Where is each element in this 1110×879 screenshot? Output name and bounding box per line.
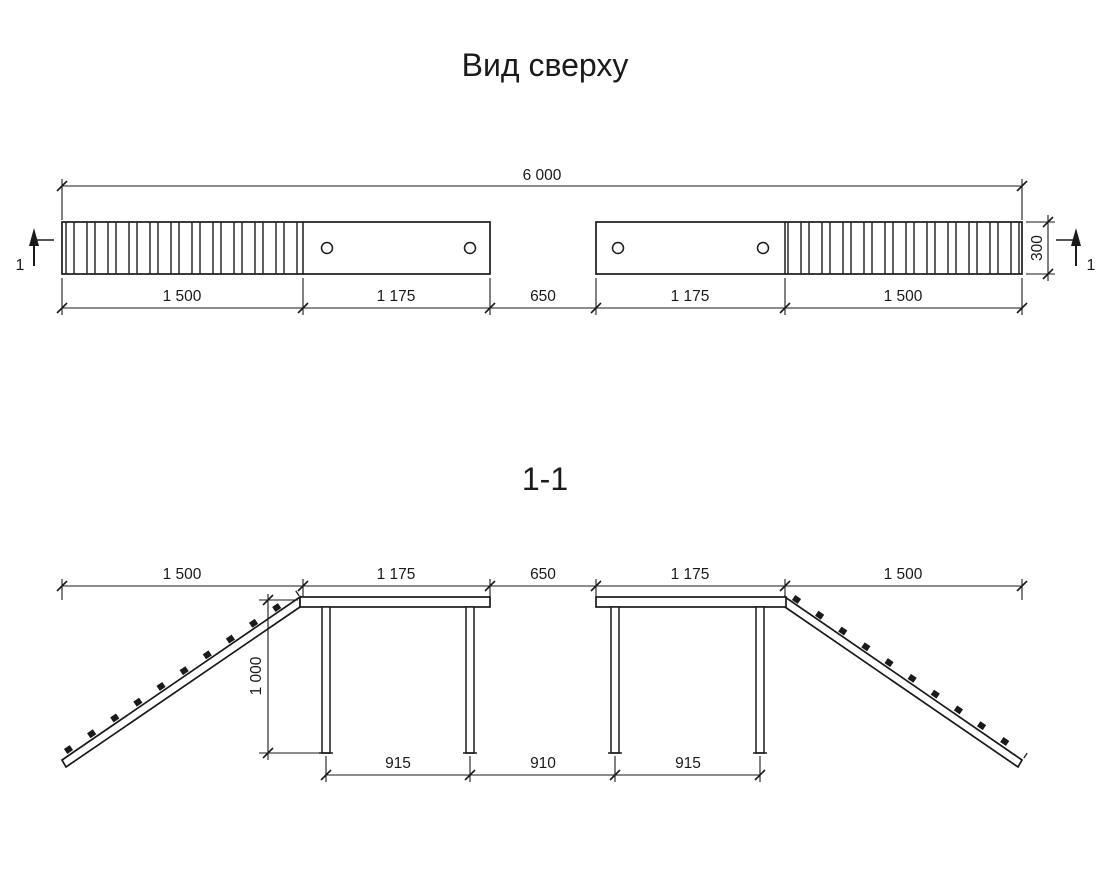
dim-tick (262, 747, 274, 759)
dim-tick (56, 302, 68, 314)
left-platform-deck (299, 596, 491, 608)
right-half-outline (595, 221, 1023, 275)
section-mark-right: 1 (1056, 228, 1096, 274)
bolt-hole (756, 241, 770, 255)
bolt-hole (611, 241, 625, 255)
dim-segment-label: 1 500 (884, 288, 923, 305)
plan-body (61, 221, 1023, 275)
dim-segment-label: 650 (530, 288, 556, 305)
section-arrow-head (29, 228, 39, 246)
dim-width (1026, 215, 1055, 281)
dim-overall (56, 179, 1028, 220)
dim-segment-label: 1 175 (377, 566, 416, 583)
top-view: Вид сверху 6 000 (16, 47, 1096, 315)
legs (319, 606, 767, 754)
dim-tick (262, 594, 274, 606)
right-ramp-plate (784, 595, 1024, 769)
dim-tick (320, 769, 332, 781)
section-mark-label: 1 (16, 257, 25, 274)
dim-tick (779, 580, 791, 592)
right-platform-deck (595, 596, 787, 608)
platform-leg (755, 606, 765, 754)
dim-tick (609, 769, 621, 781)
dim-segment-label: 1 500 (163, 566, 202, 583)
section-arrow-head (1071, 228, 1081, 246)
dim-tick (484, 302, 496, 314)
dim-segment-label: 1 175 (671, 288, 710, 305)
dim-total-label: 6 000 (523, 167, 562, 184)
platform-leg (321, 606, 331, 754)
left-half-outline (61, 221, 491, 275)
dim-tick (1042, 216, 1054, 228)
dim-segment-label: 1 500 (163, 288, 202, 305)
dim-leg-spacing (320, 756, 766, 782)
dim-tick (779, 302, 791, 314)
dim-tick (1016, 180, 1028, 192)
dim-segment-label: 1 175 (377, 288, 416, 305)
right-ramp (784, 590, 1028, 769)
section-mark-left: 1 (16, 228, 54, 274)
dim-segment-label: 1 500 (884, 566, 923, 583)
dim-width-label: 300 (1029, 235, 1046, 261)
dim-tick (1042, 268, 1054, 280)
section-mark-label: 1 (1087, 257, 1096, 274)
dim-plan-segments (56, 278, 1028, 315)
platforms (299, 596, 787, 608)
dim-height (259, 594, 320, 760)
right-ramp-cleats (785, 590, 1028, 759)
right-ramp-slats-hatch (785, 222, 1022, 274)
dim-height-label: 1 000 (248, 656, 265, 695)
dim-tick (484, 580, 496, 592)
dim-segment-label: 1 175 (671, 566, 710, 583)
left-ramp-slats-hatch (62, 222, 303, 274)
platform-leg (465, 606, 475, 754)
dim-tick (56, 580, 68, 592)
dim-tick (1016, 580, 1028, 592)
bolt-hole (463, 241, 477, 255)
dim-leg-label: 915 (675, 755, 701, 772)
bolt-hole (320, 241, 334, 255)
dim-leg-label: 915 (385, 755, 411, 772)
platform-leg (610, 606, 620, 754)
dim-leg-label: 910 (530, 755, 556, 772)
dim-tick (297, 580, 309, 592)
section-view: 1-1 1 500 1 175 650 1 175 1 500 (56, 461, 1028, 782)
dim-tick (297, 302, 309, 314)
dim-segment-label: 650 (530, 566, 556, 583)
dim-tick (754, 769, 766, 781)
section-view-title: 1-1 (522, 461, 568, 497)
dim-tick (464, 769, 476, 781)
dim-tick (56, 180, 68, 192)
dim-tick (1016, 302, 1028, 314)
top-view-title: Вид сверху (462, 47, 629, 83)
dim-tick (590, 302, 602, 314)
dim-tick (590, 580, 602, 592)
